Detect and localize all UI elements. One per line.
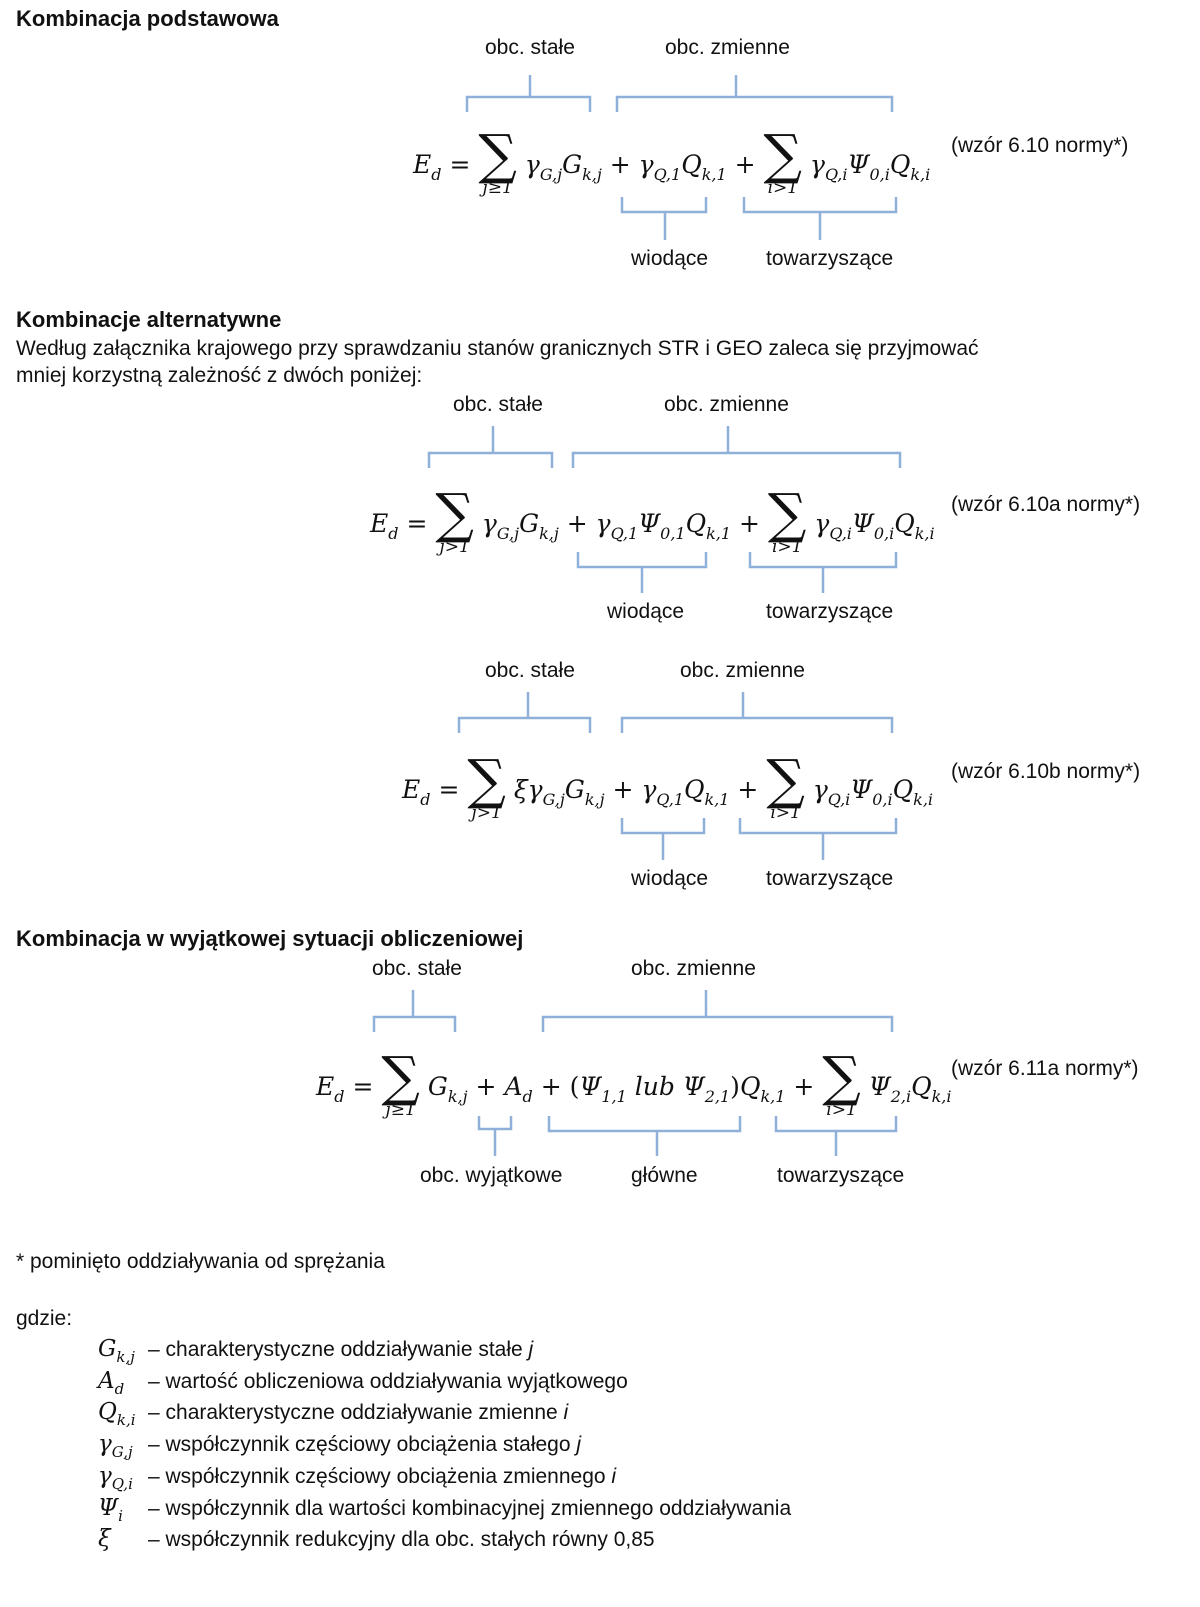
label-leading: wiodące xyxy=(607,600,685,623)
brace-accidental xyxy=(477,1116,513,1156)
label-main: główne xyxy=(631,1164,698,1187)
definition-row: ξ – współczynnik redukcyjny dla obc. stał… xyxy=(98,1526,655,1552)
formula-tag: (wzór 6.10 normy*) xyxy=(951,134,1129,157)
definition-text: – współczynnik redukcyjny dla obc. stały… xyxy=(148,1528,655,1551)
brace-leading xyxy=(620,197,708,240)
definition-symbol: ξ xyxy=(98,1526,111,1552)
equation-6-10: Ed = ∑j≥1 γG,jGk,j + γQ,1Qk,1 + ∑i>1 γQ,… xyxy=(413,123,931,199)
formula-tag: (wzór 6.11a normy*) xyxy=(951,1057,1139,1080)
equation-6-10b: Ed = ∑j>1 ξγG,jGk,j + γQ,1Qk,1 + ∑i>1 γQ… xyxy=(402,748,934,824)
definition-symbol: Gk,j xyxy=(98,1336,135,1366)
label-leading: wiodące xyxy=(631,867,709,890)
definition-variable: i xyxy=(611,1465,617,1488)
definition-text: – współczynnik dla wartości kombinacyjne… xyxy=(148,1497,792,1520)
definition-text: – charakterystyczne oddziaływanie zmienn… xyxy=(148,1401,564,1424)
section-heading-alternative: Kombinacje alternatywne xyxy=(16,307,282,332)
definition-symbol: γG,j xyxy=(98,1431,133,1461)
sum-symbol: ∑j≥1 xyxy=(381,1045,420,1121)
brace-accompanying xyxy=(742,197,898,240)
brace-variable xyxy=(615,75,894,112)
label-variable: obc. zmienne xyxy=(680,659,805,682)
definition-symbol: Ψi xyxy=(98,1495,123,1525)
sum-symbol: ∑i>1 xyxy=(822,1045,861,1121)
definition-row: Gk,j – charakterystyczne oddziaływanie st… xyxy=(98,1336,534,1366)
brace-variable xyxy=(541,990,894,1032)
equation-6-11a: Ed = ∑j≥1 Gk,j + Ad + (Ψ1,1 lub Ψ2,1)Qk,… xyxy=(316,1045,952,1121)
label-permanent: obc. stałe xyxy=(485,659,575,682)
definition-text: – współczynnik częściowy obciążenia stał… xyxy=(148,1433,577,1456)
formula-tag: (wzór 6.10a normy*) xyxy=(951,493,1141,516)
where-label: gdzie: xyxy=(16,1307,73,1330)
label-leading: wiodące xyxy=(631,247,709,270)
section-heading-accidental: Kombinacja w wyjątkowej sytuacji oblicze… xyxy=(16,926,524,951)
definition-text: – wartość obliczeniowa oddziaływania wyj… xyxy=(148,1370,628,1393)
label-variable: obc. zmienne xyxy=(664,393,789,416)
definition-row: Ψi – współczynnik dla wartości kombinacyj… xyxy=(98,1495,792,1525)
definition-symbol: Qk,i xyxy=(98,1399,136,1429)
intro-line-1: Według załącznika krajowego przy sprawdz… xyxy=(16,337,979,360)
label-accompanying: towarzyszące xyxy=(766,867,894,890)
definition-symbol: γQ,i xyxy=(98,1463,133,1493)
label-accompanying: towarzyszące xyxy=(766,247,894,270)
label-permanent: obc. stałe xyxy=(485,36,575,59)
label-accompanying: towarzyszące xyxy=(766,600,894,623)
sum-symbol: ∑j>1 xyxy=(435,482,474,558)
brace-permanent xyxy=(427,426,554,468)
sum-symbol: ∑j≥1 xyxy=(478,123,517,199)
label-variable: obc. zmienne xyxy=(665,36,790,59)
definition-row: γQ,i – współczynnik częściowy obciążenia … xyxy=(98,1463,617,1493)
brace-variable xyxy=(571,426,902,468)
brace-main xyxy=(547,1116,742,1156)
brace-leading xyxy=(576,552,708,593)
sum-symbol: ∑i>1 xyxy=(766,748,805,824)
definition-text: – charakterystyczne oddziaływanie stałe xyxy=(148,1338,529,1361)
definition-row: Ad – wartość obliczeniowa oddziaływania w… xyxy=(98,1368,628,1398)
label-permanent: obc. stałe xyxy=(453,393,543,416)
definition-row: γG,j – współczynnik częściowy obciążenia … xyxy=(98,1431,582,1461)
brace-permanent xyxy=(457,692,592,733)
intro-line-2: mniej korzystną zależność z dwóch poniże… xyxy=(16,364,423,387)
definition-symbol: Ad xyxy=(98,1368,125,1398)
sum-symbol: ∑i>1 xyxy=(767,482,807,558)
section-heading-basic: Kombinacja podstawowa xyxy=(16,6,279,31)
label-permanent: obc. stałe xyxy=(372,957,462,980)
label-accompanying: towarzyszące xyxy=(777,1164,905,1187)
label-variable: obc. zmienne xyxy=(631,957,756,980)
label-accidental: obc. wyjątkowe xyxy=(420,1164,563,1187)
brace-permanent xyxy=(372,990,457,1032)
definition-row: Qk,i – charakterystyczne oddziaływanie zm… xyxy=(98,1399,569,1429)
definition-variable: j xyxy=(528,1338,534,1361)
definition-variable: j xyxy=(576,1433,582,1456)
brace-accompanying xyxy=(774,1116,898,1156)
equation-6-10a: Ed = ∑j>1 γG,jGk,j + γQ,1Ψ0,1Qk,1 + ∑i>1… xyxy=(370,482,935,558)
brace-permanent xyxy=(465,75,592,112)
sum-symbol: ∑j>1 xyxy=(467,748,506,824)
footnote: * pominięto oddziaływania od sprężania xyxy=(16,1250,385,1273)
or-word: lub xyxy=(634,1072,675,1101)
sum-symbol: ∑i>1 xyxy=(763,123,803,199)
definition-text: – współczynnik częściowy obciążenia zmie… xyxy=(148,1465,612,1488)
brace-accompanying xyxy=(748,552,898,593)
definition-variable: i xyxy=(563,1401,569,1424)
brace-leading xyxy=(620,818,706,860)
formula-tag: (wzór 6.10b normy*) xyxy=(951,760,1141,783)
brace-accompanying xyxy=(738,818,898,860)
brace-variable xyxy=(620,692,894,733)
